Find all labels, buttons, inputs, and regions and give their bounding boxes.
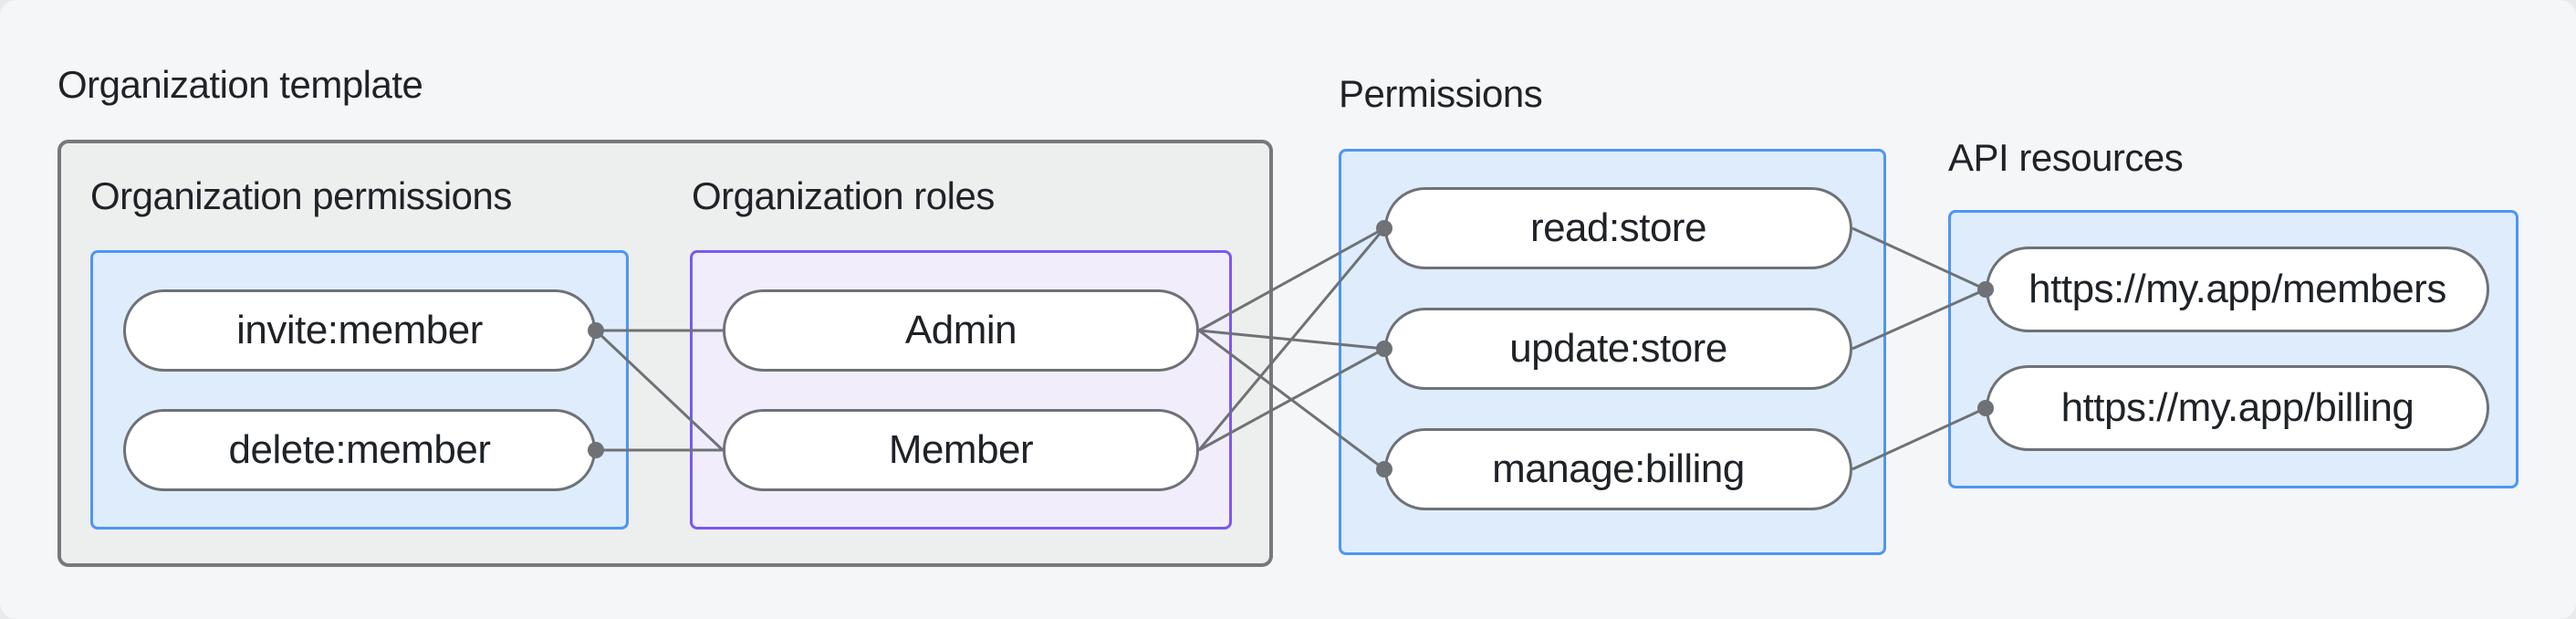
- node-manage-billing: manage:billing: [1384, 428, 1852, 510]
- node-api-billing-url: https://my.app/billing: [1986, 365, 2489, 451]
- node-update-store: update:store: [1384, 308, 1852, 390]
- org-roles-heading: Organization roles: [692, 174, 995, 217]
- node-delete-member: delete:member: [123, 409, 596, 491]
- org-permissions-heading: Organization permissions: [90, 174, 512, 217]
- node-read-store: read:store: [1384, 187, 1852, 269]
- node-invite-member: invite:member: [123, 289, 596, 372]
- permissions-heading: Permissions: [1339, 72, 1543, 115]
- api-resources-heading: API resources: [1948, 136, 2184, 179]
- page-title: Organization template: [57, 63, 423, 106]
- node-member-role: Member: [723, 409, 1199, 491]
- node-api-members-url: https://my.app/members: [1986, 247, 2489, 332]
- node-admin-role: Admin: [723, 289, 1199, 372]
